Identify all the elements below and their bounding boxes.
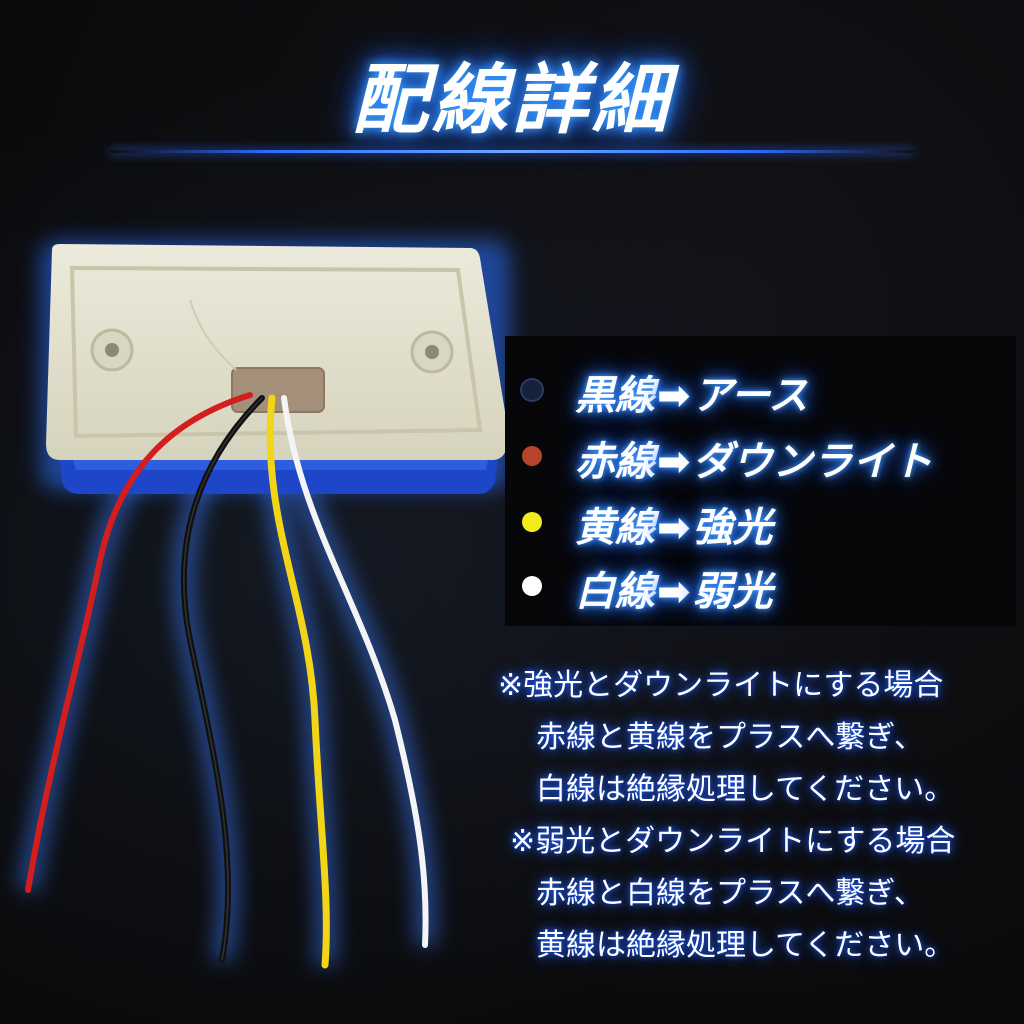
white-dot-icon <box>522 576 542 596</box>
note-line: ※弱光とダウンライトにする場合 <box>510 824 956 859</box>
note-line: ※強光とダウンライトにする場合 <box>498 668 944 703</box>
legend-function-label: 強光 <box>692 505 773 551</box>
note-line: 白線は絶縁処理してください。 <box>536 772 955 807</box>
legend-wire-label: 黄線 <box>575 505 655 551</box>
legend-wire-label: 白線 <box>575 569 655 615</box>
wiring-notes: ※強光とダウンライトにする場合 赤線と黄線をプラスへ繋ぎ、 白線は絶縁処理してく… <box>498 660 1018 972</box>
light-housing <box>46 244 509 460</box>
black-dot-icon <box>522 380 542 400</box>
wires <box>25 392 429 969</box>
wire-grommet <box>231 367 325 413</box>
red-dot-icon <box>522 446 542 466</box>
wire-legend: 黒線➡アース 赤線➡ダウンライト 黄線➡強光 白線➡弱光 <box>505 336 1016 626</box>
page-title: 配線詳細 <box>352 55 672 144</box>
arrow-right-icon: ➡ <box>657 569 691 615</box>
arrow-right-icon: ➡ <box>657 439 691 485</box>
note-line: 赤線と黄線をプラスへ繋ぎ、 <box>536 720 924 755</box>
legend-function-label: アース <box>692 373 809 419</box>
yellow-dot-icon <box>522 512 542 532</box>
title-divider <box>110 150 914 153</box>
arrow-right-icon: ➡ <box>657 505 691 551</box>
note-line: 黄線は絶縁処理してください。 <box>536 928 955 963</box>
yellow-wire <box>266 394 330 969</box>
arrow-right-icon: ➡ <box>657 373 691 419</box>
legend-wire-label: 黒線 <box>575 373 655 419</box>
red-wire <box>25 392 253 893</box>
legend-wire-label: 赤線 <box>575 439 655 485</box>
legend-function-label: ダウンライト <box>692 439 933 485</box>
legend-function-label: 弱光 <box>692 569 773 615</box>
white-wire <box>281 395 429 948</box>
note-line: 赤線と白線をプラスへ繋ぎ、 <box>536 876 924 911</box>
